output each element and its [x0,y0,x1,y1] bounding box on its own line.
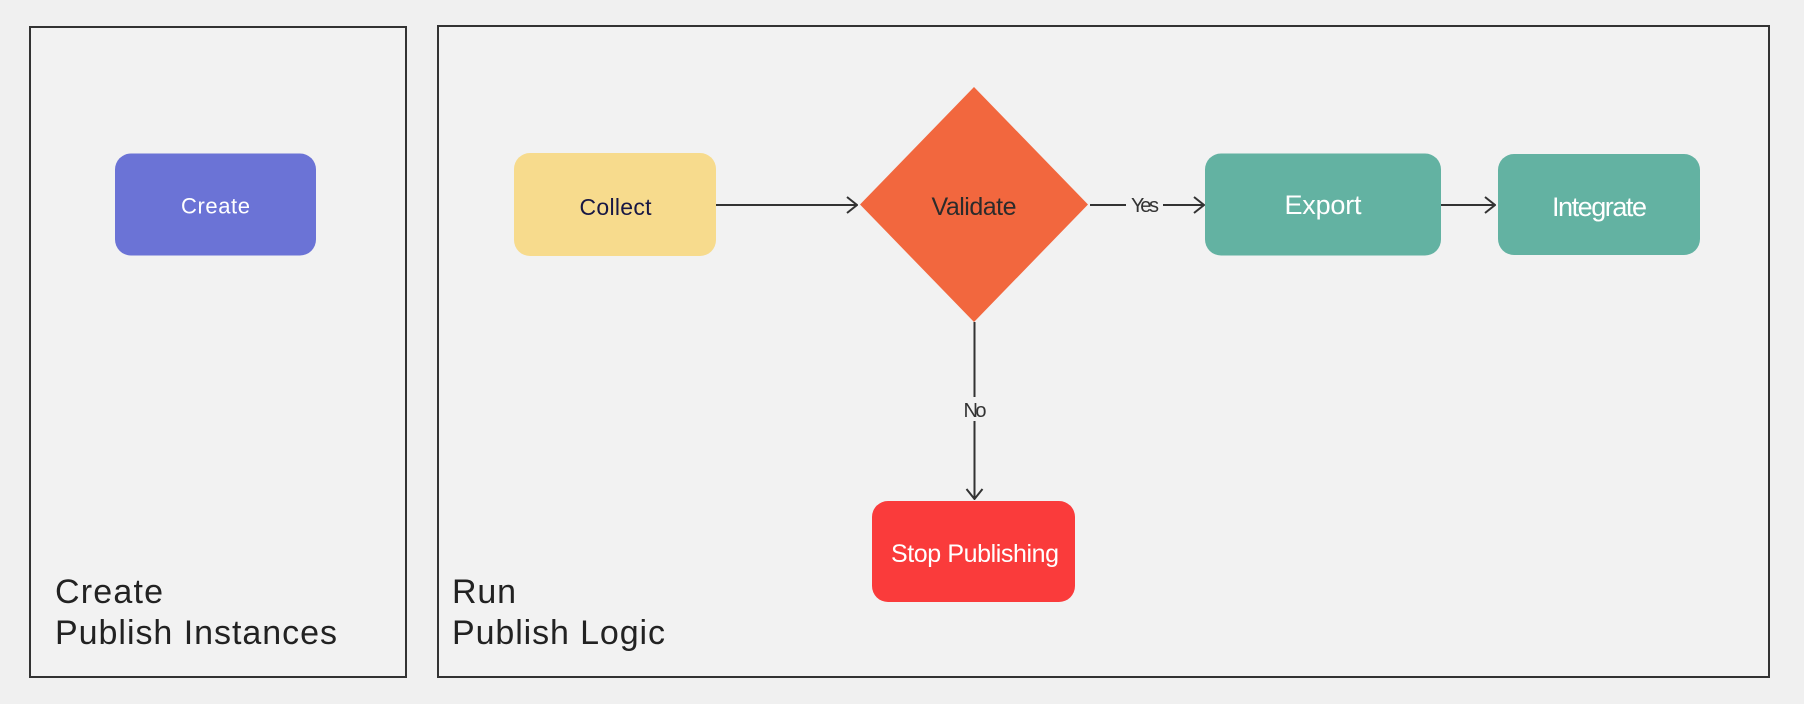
svg-text:Yes: Yes [1131,195,1159,217]
svg-text:No: No [964,400,987,422]
svg-text:Validate: Validate [932,193,1017,221]
svg-text:Create: Create [181,194,250,219]
svg-text:Create: Create [55,573,163,611]
svg-text:Stop Publishing: Stop Publishing [891,540,1059,568]
svg-text:Run: Run [452,573,516,611]
svg-text:Integrate: Integrate [1552,192,1647,222]
svg-text:Publish Instances: Publish Instances [55,614,337,652]
svg-text:Publish Logic: Publish Logic [452,614,665,652]
svg-text:Collect: Collect [580,194,653,220]
svg-text:Export: Export [1285,190,1362,220]
